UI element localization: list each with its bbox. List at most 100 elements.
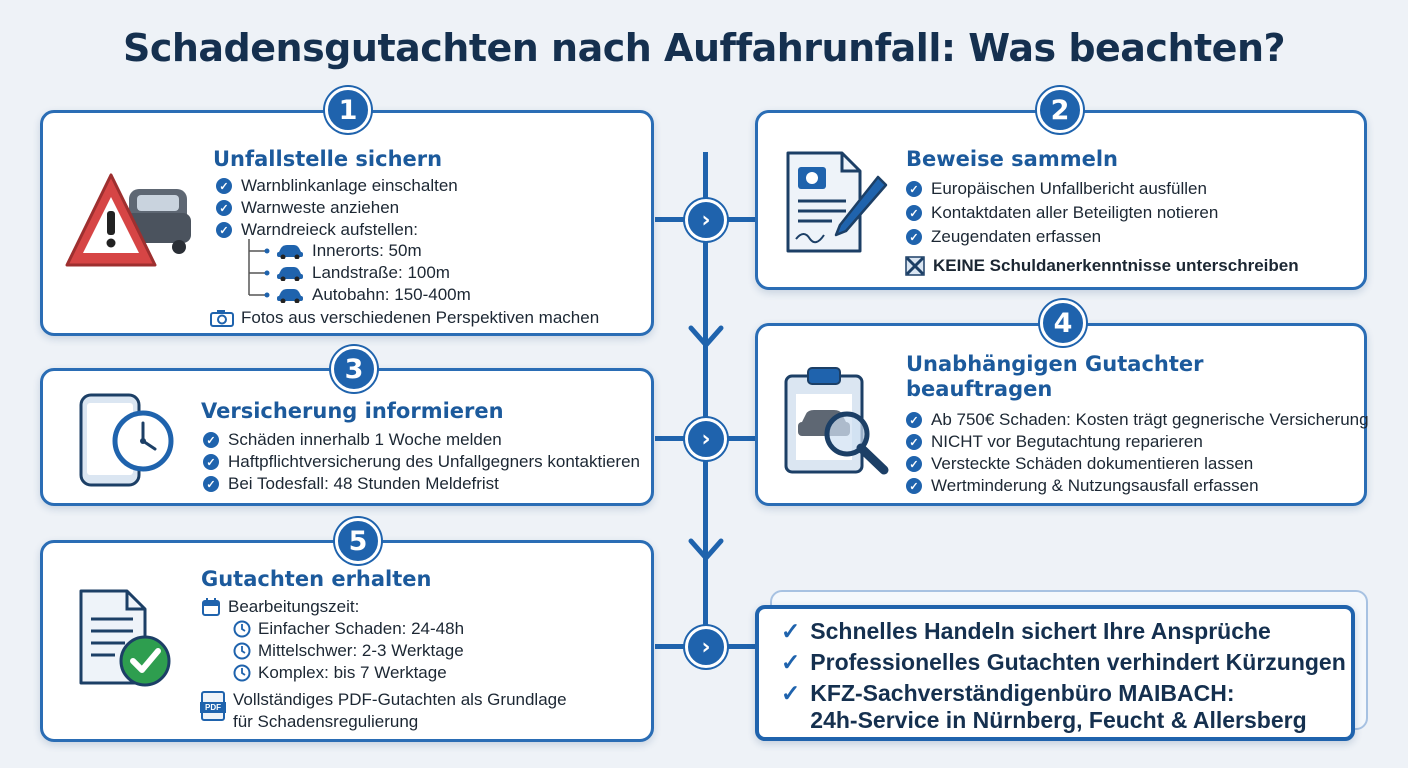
card-5-time: Komplex: bis 7 Werktage	[233, 663, 447, 683]
card-3-title: Versicherung informieren	[201, 399, 504, 423]
card-1-subitem: Landstraße: 100m	[275, 263, 450, 283]
item-text: Europäischen Unfallbericht ausfüllen	[931, 179, 1207, 198]
item-text: Haftpflichtversicherung des Unfallgegner…	[228, 452, 641, 471]
calendar-icon	[202, 598, 220, 616]
subitem-text: Innerorts: 50m	[312, 241, 422, 260]
step-number-2: 2	[1037, 87, 1083, 133]
pdf-line-1: Vollständiges PDF-Gutachten als Grundlag…	[233, 690, 567, 709]
time-text: Komplex: bis 7 Werktage	[258, 663, 447, 682]
car-icon	[277, 289, 303, 303]
step-number-3: 3	[331, 346, 377, 392]
card-1-subitem: Innerorts: 50m	[275, 241, 422, 261]
car-icon	[277, 245, 303, 259]
card-2-warning: KEINE Schuldanerkenntnisse unterschreibe…	[904, 255, 1299, 277]
summary-text: KFZ-Sachverständigenbüro MAIBACH:	[810, 680, 1235, 706]
item-text: Bei Todesfall: 48 Stunden Meldefrist	[228, 474, 499, 493]
step-number-1: 1	[325, 87, 371, 133]
pdf-line-2: für Schadensregulierung	[233, 712, 419, 731]
step-number-4: 4	[1040, 300, 1086, 346]
phone-clock-icon	[79, 393, 174, 487]
step-number-5: 5	[335, 518, 381, 564]
check-icon: ✓	[216, 178, 232, 194]
document-checkmark-icon	[79, 589, 171, 687]
item-text: Warnblinkanlage einschalten	[241, 176, 458, 195]
summary-text: Schnelles Handeln sichert Ihre Ansprüche	[810, 618, 1271, 644]
flow-line-vertical	[703, 152, 708, 642]
card-4-item: ✓ Ab 750€ Schaden: Kosten trägt gegnerisc…	[906, 410, 1369, 430]
card-1-photo-item: Fotos aus verschiedenen Perspektiven mac…	[210, 308, 599, 328]
clock-icon	[233, 620, 251, 638]
item-text: Fotos aus verschiedenen Perspektiven mac…	[241, 308, 600, 327]
subitem-text: Autobahn: 150-400m	[312, 285, 471, 304]
summary-text: Professionelles Gutachten verhindert Kür…	[810, 649, 1346, 675]
card-1-item: ✓Warnweste anziehen	[216, 198, 399, 218]
card-3-item: ✓ Schäden innerhalb 1 Woche melden	[203, 430, 502, 450]
check-icon: ✓	[906, 456, 922, 472]
check-icon: ✓	[906, 181, 922, 197]
summary-line: ✓KFZ-Sachverständigenbüro MAIBACH:24h-Se…	[781, 680, 1307, 734]
flow-arrowhead-down-2	[688, 538, 724, 561]
camera-icon	[210, 310, 234, 327]
card-5-time: Einfacher Schaden: 24-48h	[233, 619, 464, 639]
card-4-item: ✓ Versteckte Schäden dokumentieren lassen	[906, 454, 1253, 474]
item-text: Ab 750€ Schaden: Kosten trägt gegnerisch…	[931, 410, 1369, 429]
check-icon: ✓	[203, 454, 219, 470]
card-5-pdf-text: Vollständiges PDF-Gutachten als Grundlag…	[233, 689, 567, 733]
item-text: Versteckte Schäden dokumentieren lassen	[931, 454, 1254, 473]
pdf-badge: PDF	[200, 702, 226, 713]
item-text: Wertminderung & Nutzungsausfall erfassen	[931, 476, 1259, 495]
card-1-item: ✓Warndreieck aufstellen:	[216, 220, 418, 240]
check-icon: ✓	[906, 205, 922, 221]
card-4-item: ✓ Wertminderung & Nutzungsausfall erfasse…	[906, 476, 1259, 496]
card-4-title-line1: Unabhängigen Gutachter	[906, 352, 1204, 376]
warning-text: KEINE Schuldanerkenntnisse unterschreibe…	[933, 256, 1299, 275]
card-3-item: ✓ Haftpflichtversicherung des Unfallgegne…	[203, 452, 640, 472]
item-text: Zeugendaten erfassen	[931, 227, 1102, 246]
item-text: Schäden innerhalb 1 Woche melden	[228, 430, 502, 449]
card-5-time: Mittelschwer: 2-3 Werktage	[233, 641, 464, 661]
card-2-title: Beweise sammeln	[906, 147, 1118, 171]
time-text: Mittelschwer: 2-3 Werktage	[258, 641, 464, 660]
flow-arrow-3-icon: ›	[685, 626, 727, 668]
check-icon: ✓	[216, 200, 232, 216]
cross-out-icon	[905, 256, 925, 276]
summary-line: ✓ Schnelles Handeln sichert Ihre Ansprüch…	[781, 618, 1271, 645]
flow-arrow-2-icon: ›	[685, 418, 727, 460]
page-title: Schadensgutachten nach Auffahrunfall: Wa…	[122, 26, 1286, 70]
summary-text-last: 24h-Service in Nürnberg, Feucht & Allers…	[810, 707, 1307, 733]
check-icon: ✓	[906, 478, 922, 494]
clock-icon	[233, 642, 251, 660]
warning-triangle-car-icon	[65, 173, 191, 267]
card-1-title: Unfallstelle sichern	[213, 147, 443, 171]
card-4-title-line2: beauftragen	[906, 377, 1053, 402]
check-icon: ✓	[906, 412, 922, 428]
check-icon: ✓	[203, 476, 219, 492]
card-5-processing-label: Bearbeitungszeit:	[201, 597, 359, 617]
card-2-item: ✓ Kontaktdaten aller Beteiligten notieren	[906, 203, 1218, 223]
document-pen-icon	[786, 151, 888, 253]
card-beweise-sammeln: Beweise sammeln ✓ Europäischen Unfallberi…	[755, 110, 1367, 290]
card-5-title: Gutachten erhalten	[201, 567, 432, 591]
pdf-file-icon: PDF	[200, 691, 226, 721]
item-text: Warndreieck aufstellen:	[241, 220, 419, 239]
card-2-item: ✓ Europäischen Unfallbericht ausfüllen	[906, 179, 1207, 199]
card-unfallstelle-sichern: Unfallstelle sichern ✓ Warnblinkanlage ei…	[40, 110, 654, 336]
item-text: Kontaktdaten aller Beteiligten notieren	[931, 203, 1219, 222]
summary-box: ✓ Schnelles Handeln sichert Ihre Ansprüch…	[755, 605, 1355, 741]
subitem-text: Landstraße: 100m	[312, 263, 450, 282]
car-icon	[277, 267, 303, 281]
check-icon: ✓	[203, 432, 219, 448]
card-3-item: ✓ Bei Todesfall: 48 Stunden Meldefrist	[203, 474, 499, 494]
card-1-subitem: Autobahn: 150-400m	[275, 285, 471, 305]
item-text: NICHT vor Begutachtung reparieren	[931, 432, 1203, 451]
check-icon: ✓	[906, 434, 922, 450]
tree-connector	[248, 239, 270, 298]
summary-line: ✓Professionelles Gutachten verhindert Kü…	[781, 649, 1346, 676]
card-2-item: ✓ Zeugendaten erfassen	[906, 227, 1101, 247]
processing-label-text: Bearbeitungszeit:	[228, 597, 360, 616]
clipboard-magnifier-icon	[784, 367, 889, 475]
card-gutachten-erhalten: Gutachten erhalten Bearbeitungszeit: Ein…	[40, 540, 654, 742]
checkmark-icon: ✓	[781, 618, 801, 644]
flow-arrow-1-icon: ›	[685, 199, 727, 241]
check-icon: ✓	[906, 229, 922, 245]
